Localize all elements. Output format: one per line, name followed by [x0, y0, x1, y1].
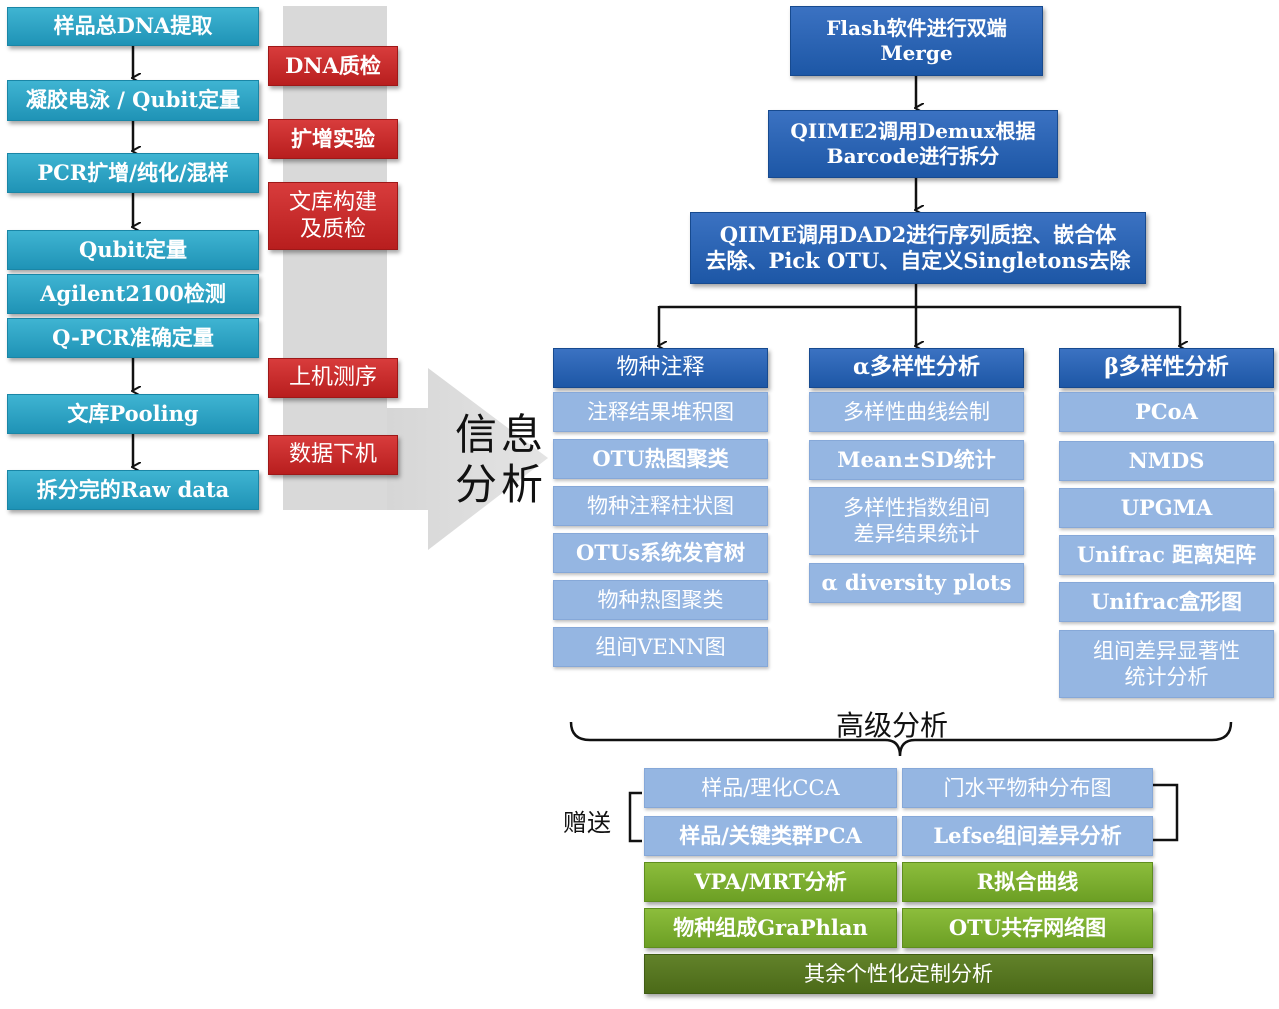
advanced-item: 样品/理化CCA: [644, 768, 897, 808]
beta-item: UPGMA: [1059, 488, 1274, 528]
step-qpcr: Q-PCR准确定量: [7, 318, 259, 358]
item-label: 组间差异显著性 统计分析: [1093, 638, 1240, 689]
pipeline-dada2: QIIME调用DAD2进行序列质控、嵌合体 去除、Pick OTU、自定义Sin…: [690, 212, 1146, 284]
advanced-item: 门水平物种分布图: [902, 768, 1153, 808]
custom-analysis: 其余个性化定制分析: [644, 954, 1153, 994]
item-label: 其余个性化定制分析: [804, 961, 993, 986]
item-label: VPA/MRT分析: [694, 868, 847, 894]
item-label: Unifrac盒形图: [1090, 588, 1243, 614]
stage-label: DNA质检: [285, 52, 381, 78]
item-label: OTUs系统发育树: [575, 539, 746, 565]
stage-label: 文库构建 及质检: [288, 189, 377, 243]
stage-label: 数据下机: [288, 442, 377, 468]
step-label: Agilent2100检测: [40, 280, 226, 306]
column-title: 物种注释: [616, 355, 705, 381]
pipeline-label: QIIME2调用Demux根据 Barcode进行拆分: [790, 119, 1036, 168]
beta-item: Unifrac盒形图: [1059, 582, 1274, 622]
info-analysis-label: 信息 分析: [455, 410, 548, 509]
species-item: 注释结果堆积图: [553, 392, 768, 432]
step-label: PCR扩增/纯化/混样: [37, 159, 229, 185]
step-label: Q-PCR准确定量: [52, 324, 214, 350]
item-label: 组间VENN图: [595, 634, 726, 659]
step-dna-extraction: 样品总DNA提取: [7, 7, 259, 46]
pipeline-flash-merge: Flash软件进行双端 Merge: [790, 6, 1043, 76]
step-qubit: Qubit定量: [7, 230, 259, 270]
item-label: 样品/理化CCA: [701, 775, 840, 800]
item-label: 门水平物种分布图: [943, 775, 1112, 800]
stage-sequencing: 上机测序: [268, 358, 398, 398]
step-label: 拆分完的Raw data: [36, 476, 230, 502]
species-item: 物种注释柱状图: [553, 486, 768, 526]
beta-diversity-header: β多样性分析: [1059, 348, 1274, 388]
step-pcr: PCR扩增/纯化/混样: [7, 153, 259, 193]
species-annotation-header: 物种注释: [553, 348, 768, 388]
step-pooling: 文库Pooling: [7, 394, 259, 434]
beta-item: PCoA: [1059, 392, 1274, 432]
step-agilent: Agilent2100检测: [7, 274, 259, 314]
pipeline-label: QIIME调用DAD2进行序列质控、嵌合体 去除、Pick OTU、自定义Sin…: [705, 221, 1131, 273]
step-label: 样品总DNA提取: [53, 13, 213, 39]
alpha-item: Mean±SD统计: [809, 440, 1024, 480]
item-label: R拟合曲线: [976, 868, 1079, 894]
advanced-item: 样品/关键类群PCA: [644, 816, 897, 856]
pipeline-demux: QIIME2调用Demux根据 Barcode进行拆分: [768, 110, 1058, 178]
step-raw-data: 拆分完的Raw data: [7, 470, 259, 510]
beta-item: Unifrac 距离矩阵: [1059, 535, 1274, 575]
step-label: 文库Pooling: [67, 400, 199, 426]
item-label: NMDS: [1128, 447, 1205, 473]
advanced-item: VPA/MRT分析: [644, 862, 897, 902]
alpha-item: α diversity plots: [809, 563, 1024, 603]
item-label: 多样性指数组间 差异结果统计: [843, 495, 990, 546]
item-label: OTU共存网络图: [948, 914, 1107, 940]
item-label: OTU热图聚类: [592, 445, 729, 471]
stage-dna-qc: DNA质检: [268, 46, 398, 86]
species-item: OTUs系统发育树: [553, 533, 768, 573]
alpha-item: 多样性曲线绘制: [809, 392, 1024, 432]
stage-data-output: 数据下机: [268, 435, 398, 475]
item-label: α diversity plots: [821, 569, 1012, 595]
species-item: 物种热图聚类: [553, 580, 768, 620]
alpha-diversity-header: α多样性分析: [809, 348, 1024, 388]
gift-label: 赠送: [563, 809, 611, 837]
step-label: Qubit定量: [79, 236, 187, 262]
item-label: 注释结果堆积图: [587, 399, 734, 424]
beta-item: 组间差异显著性 统计分析: [1059, 630, 1274, 698]
column-title: β多样性分析: [1104, 354, 1229, 381]
pipeline-label: Flash软件进行双端 Merge: [826, 16, 1007, 65]
advanced-item: 物种组成GraPhlan: [644, 908, 897, 948]
advanced-item: R拟合曲线: [902, 862, 1153, 902]
item-label: UPGMA: [1120, 494, 1213, 520]
item-label: PCoA: [1135, 398, 1198, 424]
item-label: 物种组成GraPhlan: [673, 914, 868, 940]
item-label: Mean±SD统计: [837, 446, 996, 472]
step-label: 凝胶电泳 / Qubit定量: [25, 87, 241, 113]
advanced-analysis-title: 高级分析: [836, 709, 949, 742]
advanced-item: OTU共存网络图: [902, 908, 1153, 948]
beta-item: NMDS: [1059, 441, 1274, 481]
species-item: 组间VENN图: [553, 627, 768, 667]
stage-label: 扩增实验: [291, 125, 375, 151]
item-label: 多样性曲线绘制: [843, 399, 990, 424]
item-label: Unifrac 距离矩阵: [1076, 541, 1257, 567]
item-label: 物种注释柱状图: [587, 493, 734, 518]
step-gel-qubit: 凝胶电泳 / Qubit定量: [7, 80, 259, 121]
item-label: 物种热图聚类: [597, 587, 724, 612]
stage-library: 文库构建 及质检: [268, 182, 398, 250]
item-label: Lefse组间差异分析: [933, 822, 1122, 848]
item-label: 样品/关键类群PCA: [679, 822, 862, 848]
alpha-item: 多样性指数组间 差异结果统计: [809, 487, 1024, 555]
stage-label: 上机测序: [288, 365, 377, 391]
species-item: OTU热图聚类: [553, 439, 768, 479]
advanced-item: Lefse组间差异分析: [902, 816, 1153, 856]
column-title: α多样性分析: [853, 354, 980, 381]
stage-amplification: 扩增实验: [268, 119, 398, 159]
